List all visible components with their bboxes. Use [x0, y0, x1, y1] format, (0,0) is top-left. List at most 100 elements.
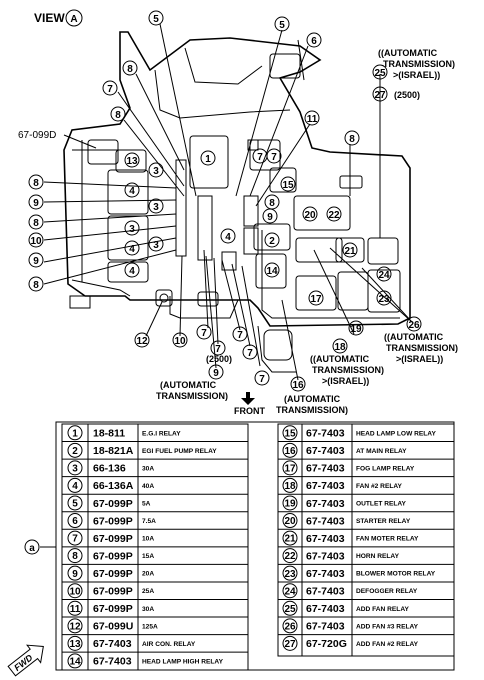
row-number-circle — [67, 513, 83, 529]
svg-text:4: 4 — [225, 232, 231, 243]
callout-8b: 8 — [110, 106, 126, 122]
svg-text:24: 24 — [378, 270, 390, 281]
svg-text:4: 4 — [129, 266, 135, 277]
svg-text:7: 7 — [201, 328, 207, 339]
svg-text:10: 10 — [174, 336, 186, 347]
row-number: 2 — [72, 446, 78, 457]
leader-lines — [43, 23, 413, 381]
callout-4a: 4 — [124, 182, 140, 198]
row-number-circle — [282, 618, 298, 634]
svg-text:21: 21 — [344, 246, 356, 257]
svg-text:3: 3 — [153, 240, 159, 251]
view-label: VIEW — [34, 11, 65, 25]
row-number-circle — [67, 653, 83, 669]
svg-text:TRANSMISSION): TRANSMISSION) — [276, 405, 348, 415]
note-auto-trans-mid: (AUTOMATIC TRANSMISSION) — [276, 394, 348, 415]
row-number-circle — [282, 600, 298, 616]
row-description: ADD FAN RELAY — [356, 606, 409, 613]
svg-text:1: 1 — [205, 154, 211, 165]
row-number: 6 — [72, 516, 78, 527]
svg-text:TRANSMISSION): TRANSMISSION) — [156, 391, 228, 401]
view-letter: A — [70, 14, 77, 25]
svg-text:TRANSMISSION): TRANSMISSION) — [312, 365, 384, 375]
note-auto-trans-top: ((AUTOMATIC TRANSMISSION) — [378, 48, 455, 69]
row-part-number: 67-7403 — [93, 656, 132, 668]
row-number-circle — [67, 495, 83, 511]
note-auto-trans-left: (AUTOMATIC TRANSMISSION) — [156, 380, 228, 401]
row-description: 30A — [142, 465, 154, 472]
callout-10b: 10 — [172, 332, 188, 348]
svg-text:4: 4 — [129, 244, 135, 255]
row-part-number: 18-821A — [93, 445, 134, 457]
svg-text:9: 9 — [267, 212, 273, 223]
row-part-number: 67-099P — [93, 498, 133, 510]
callout-7e: 7 — [242, 344, 258, 360]
callout-25: 25 — [372, 64, 388, 80]
front-label: FRONT — [234, 406, 265, 416]
row-part-number: 67-099P — [93, 603, 133, 615]
row-number-circle — [67, 635, 83, 651]
note-auto-trans-top3: >(ISRAEL)) — [393, 70, 440, 80]
row-part-number: 67-7403 — [306, 533, 345, 545]
row-part-number: 67-7403 — [306, 586, 345, 598]
callout-3a: 3 — [148, 162, 164, 178]
note-israel-right: ((AUTOMATIC TRANSMISSION) >(ISRAEL)) — [384, 332, 458, 364]
svg-text:>(ISRAEL)): >(ISRAEL)) — [322, 376, 369, 386]
callout-15: 15 — [280, 176, 296, 192]
row-part-number: 67-7403 — [306, 445, 345, 457]
row-description: 25A — [142, 588, 154, 595]
row-number-circle — [67, 460, 83, 476]
row-number-circle — [67, 600, 83, 616]
row-description: E.G.I RELAY — [142, 430, 181, 437]
row-number: 10 — [69, 586, 81, 597]
svg-text:8: 8 — [349, 134, 355, 145]
row-number: 23 — [284, 569, 296, 580]
row-number: 24 — [284, 586, 296, 597]
row-description: ADD FAN #2 RELAY — [356, 641, 419, 648]
row-description: AT MAIN RELAY — [356, 448, 407, 455]
table-marker: a — [29, 543, 35, 554]
callout-2: 2 — [264, 232, 280, 248]
svg-text:3: 3 — [153, 166, 159, 177]
row-description: 5A — [142, 500, 151, 507]
callout-16: 16 — [290, 376, 306, 392]
svg-text:TRANSMISSION): TRANSMISSION) — [383, 59, 455, 69]
svg-text:TRANSMISSION): TRANSMISSION) — [386, 343, 458, 353]
svg-text:15: 15 — [282, 180, 294, 191]
svg-text:27: 27 — [374, 90, 386, 101]
svg-text:11: 11 — [307, 114, 318, 125]
row-number: 7 — [72, 534, 78, 545]
row-number-circle — [282, 442, 298, 458]
row-number-circle — [67, 477, 83, 493]
row-number: 11 — [70, 604, 81, 615]
row-description: HORN RELAY — [356, 553, 400, 560]
callout-3c: 3 — [124, 220, 140, 236]
row-number-circle — [282, 530, 298, 546]
svg-text:7: 7 — [257, 152, 263, 163]
row-number: 27 — [284, 639, 296, 650]
svg-text:8: 8 — [33, 280, 39, 291]
callout-24: 24 — [376, 266, 392, 282]
svg-text:2: 2 — [269, 236, 275, 247]
fuse-columns — [175, 159, 259, 271]
outer-callouts: 5 5 6 8 7 8 11 8 25 27 8 9 8 10 9 8 12 1… — [28, 10, 422, 392]
row-number: 22 — [284, 551, 296, 562]
svg-text:4: 4 — [129, 186, 135, 197]
row-description: FAN #2 RELAY — [356, 483, 403, 490]
row-number: 14 — [69, 657, 81, 668]
callout-13: 13 — [124, 152, 140, 168]
